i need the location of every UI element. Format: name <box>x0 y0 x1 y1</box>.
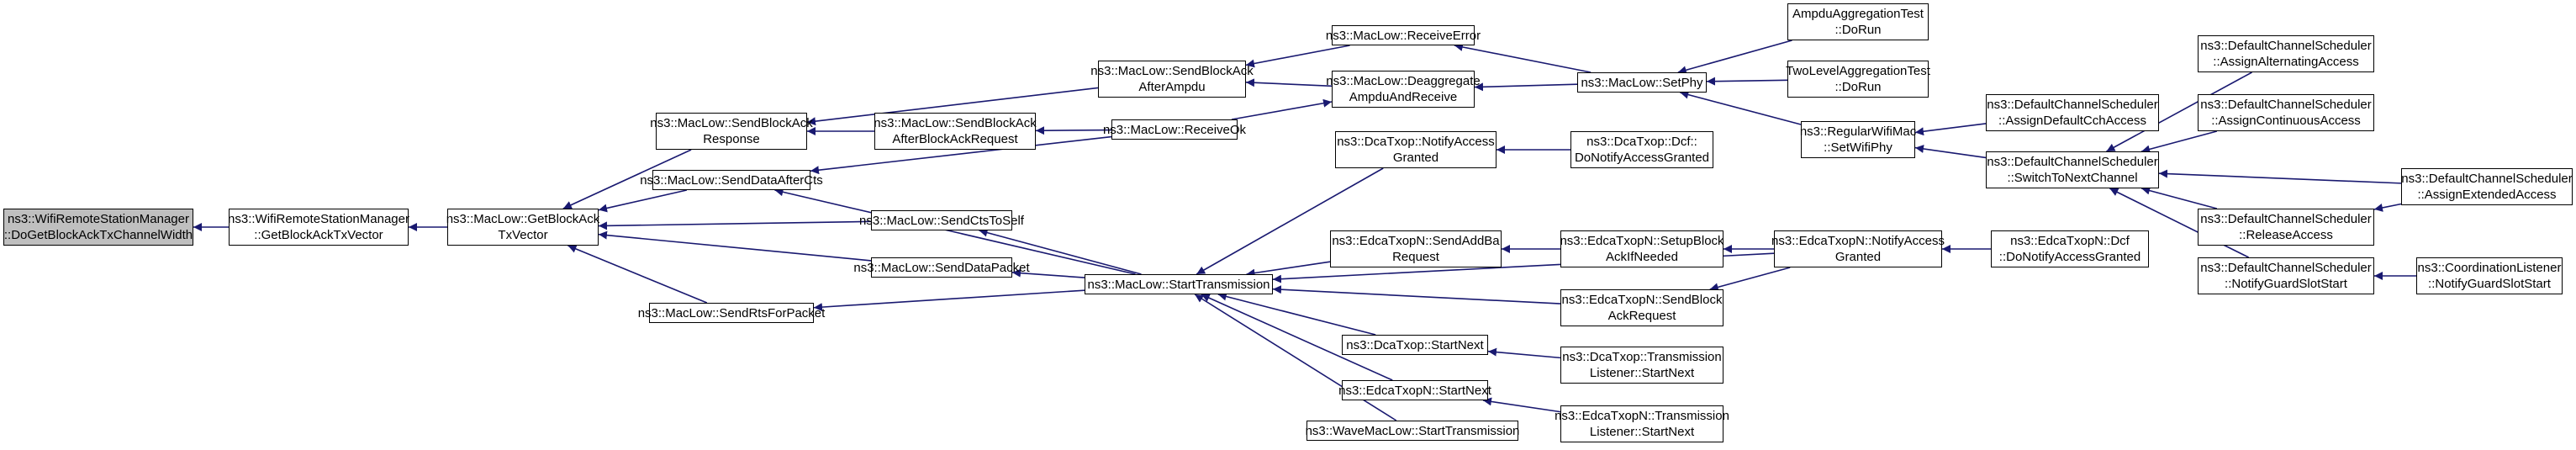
edge-n7-to-n2 <box>567 245 708 304</box>
edge-n14-to-n13 <box>1677 40 1792 75</box>
edge-n13-to-n10 <box>1454 43 1592 73</box>
edge-n18-to-n16 <box>1914 145 1987 159</box>
edge-n8-to-n3 <box>806 87 1099 126</box>
node-switch-to-next-channel[interactable]: ns3::DefaultChannelScheduler::SwitchToNe… <box>1986 151 2159 188</box>
edge-n21-to-n18 <box>2158 169 2402 184</box>
node-send-cts-to-self[interactable]: ns3::MacLow::SendCtsToSelf <box>859 210 1024 230</box>
node-wave-maclow-start-transmission[interactable]: ns3::WaveMacLow::StartTransmission <box>1306 421 1519 441</box>
edge-n34-to-n33 <box>1487 347 1561 359</box>
edge-n35-to-n25 <box>1201 294 1393 381</box>
node-two-level-aggregation-test-dorun[interactable]: TwoLevelAggregationTest::DoRun <box>1786 61 1930 98</box>
edge-n11-to-n8 <box>1245 78 1333 87</box>
edge-n19-to-n18 <box>2106 71 2252 152</box>
node-send-data-packet[interactable]: ns3::MacLow::SendDataPacket <box>853 257 1030 278</box>
edge-n25-to-n5 <box>979 228 1142 275</box>
node-set-phy[interactable]: ns3::MacLow::SetPhy <box>1577 72 1707 93</box>
node-regular-wifi-mac-set-wifi-phy[interactable]: ns3::RegularWifiMac::SetWifiPhy <box>1800 121 1916 158</box>
edge-n12-to-n4 <box>810 135 1112 175</box>
edge-n32-to-n25 <box>1272 285 1561 304</box>
node-start-transmission[interactable]: ns3::MacLow::StartTransmission <box>1085 274 1273 294</box>
edge-n6-to-n2 <box>598 230 872 262</box>
node-edcatxopn-dcf-do-notify-access-granted[interactable]: ns3::EdcaTxopN::Dcf::DoNotifyAccessGrant… <box>1991 230 2149 267</box>
node-receive-ok[interactable]: ns3::MacLow::ReceiveOk <box>1103 119 1246 140</box>
node-get-block-ack-tx-vector[interactable]: ns3::WifiRemoteStationManager::GetBlockA… <box>228 209 409 246</box>
node-ampdu-aggregation-test-dorun[interactable]: AmpduAggregationTest::DoRun <box>1787 3 1929 40</box>
node-assign-default-cch-access[interactable]: ns3::DefaultChannelScheduler::AssignDefa… <box>1986 94 2159 131</box>
edge-n10-to-n8 <box>1245 45 1350 68</box>
node-assign-alternating-access[interactable]: ns3::DefaultChannelScheduler::AssignAlte… <box>2198 35 2374 72</box>
node-send-rts-for-packet[interactable]: ns3::MacLow::SendRtsForPacket <box>638 303 825 323</box>
edge-n16-to-n13 <box>1680 90 1802 125</box>
edge-n13-to-n11 <box>1474 82 1578 92</box>
edge-n5-to-n2 <box>598 220 872 230</box>
edge-n12-to-n9 <box>1035 126 1112 135</box>
node-do-get-block-ack-tx-channel-width[interactable]: ns3::WifiRemoteStationManager::DoGetBloc… <box>3 209 193 246</box>
edge-n23-to-n18 <box>2109 188 2250 258</box>
edge-n26-to-n25 <box>1196 167 1384 275</box>
node-dcatxop-dcf-do-notify-access-granted[interactable]: ns3::DcaTxop::Dcf::DoNotifyAccessGranted <box>1570 131 1713 168</box>
node-dcatxop-start-next[interactable]: ns3::DcaTxop::StartNext <box>1342 335 1488 355</box>
edge-n25-to-n4 <box>774 188 1136 275</box>
node-release-access[interactable]: ns3::DefaultChannelScheduler::ReleaseAcc… <box>2198 209 2374 246</box>
edge-n22-to-n18 <box>2141 186 2218 209</box>
edge-n20-to-n18 <box>2141 130 2218 154</box>
edge-n3-to-n2 <box>562 149 692 209</box>
node-notify-guard-slot-start[interactable]: ns3::DefaultChannelScheduler::NotifyGuar… <box>2198 257 2374 294</box>
edge-n21-to-n22 <box>2373 203 2402 212</box>
edge-n25-to-n6 <box>1011 268 1085 278</box>
edge-n15-to-n13 <box>1706 77 1788 86</box>
node-receive-error[interactable]: ns3::MacLow::ReceiveError <box>1326 25 1481 45</box>
edge-n37-to-n25 <box>1194 294 1397 421</box>
edge-n28-to-n25 <box>1246 261 1331 278</box>
edge-n25-to-n7 <box>813 289 1085 312</box>
edge-n33-to-n25 <box>1217 292 1376 336</box>
node-assign-extended-access[interactable]: ns3::DefaultChannelScheduler::AssignExte… <box>2401 168 2573 205</box>
edge-n12-to-n11 <box>1231 98 1333 120</box>
edge-n30-to-n32 <box>1709 267 1791 292</box>
node-send-data-after-cts[interactable]: ns3::MacLow::SendDataAfterCts <box>640 170 823 190</box>
edge-n17-to-n16 <box>1914 123 1987 136</box>
node-edcatxopn-start-next[interactable]: ns3::EdcaTxopN::StartNext <box>1338 380 1491 400</box>
node-assign-continuous-access[interactable]: ns3::DefaultChannelScheduler::AssignCont… <box>2198 94 2374 131</box>
edge-n4-to-n2 <box>598 189 688 213</box>
node-coordination-listener-notify-guard-slot-start[interactable]: ns3::CoordinationListener::NotifyGuardSl… <box>2416 257 2563 294</box>
edge-n36-to-n35 <box>1482 397 1561 413</box>
